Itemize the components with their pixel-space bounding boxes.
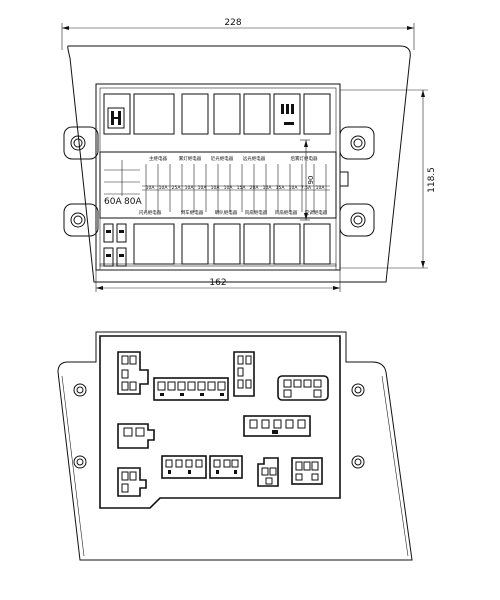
bolt-hole-icon <box>350 135 366 151</box>
fuse-rating-6: 10A <box>224 185 234 191</box>
top-label-3: 远光继电器 <box>243 155 266 162</box>
fuse-rating-1: 10A <box>159 185 169 191</box>
dimension-height-b-label: 90 <box>307 176 315 185</box>
bolt-hole-icon <box>351 455 365 469</box>
fuse-rating-11: 10A <box>289 185 299 191</box>
bottom-label-4: 风扇继电器 <box>275 209 298 216</box>
bottom-mounting-holes <box>73 383 365 469</box>
fuse-rating-2: 25A <box>172 185 182 191</box>
bottom-label-0: 闪光继电器 <box>139 209 162 216</box>
fuse-rating-10: 15A <box>276 185 286 191</box>
connector-bottom-mid <box>257 457 279 487</box>
fuse-rating-0: 10A <box>146 185 156 191</box>
fuse-rating-7: 15A <box>237 185 247 191</box>
connector-bottom-right <box>291 457 323 485</box>
bottom-inner-outline <box>99 335 341 509</box>
fuse-rating-9: 10A <box>263 185 273 191</box>
ampere-label-60: 60A <box>104 197 122 207</box>
connector-right-small <box>277 375 329 401</box>
bolt-hole-icon <box>73 455 87 469</box>
dimension-body-width-label: 162 <box>209 278 226 288</box>
top-label-1: 雾灯继电器 <box>179 155 202 162</box>
dimension-overall-width: 228 <box>61 18 415 50</box>
top-label-0: 主继电器 <box>149 155 167 162</box>
connector-left-middle <box>117 423 155 449</box>
fuse-rating-5: 10A <box>211 185 221 191</box>
fuse-rating-12: 7.5A <box>301 185 312 191</box>
bottom-label-2: 喇叭继电器 <box>215 209 238 216</box>
top-view: 228 <box>61 18 437 292</box>
bottom-label-5: 空调继电器 <box>305 209 328 216</box>
bottom-label-1: 倒车继电器 <box>181 209 204 216</box>
dimension-height-b: 90 <box>300 139 315 221</box>
connector-center <box>243 415 311 437</box>
left-mounting-ears <box>63 126 99 237</box>
connector-bottom-pair <box>161 455 243 479</box>
bottom-flange-outline <box>57 331 413 561</box>
dimension-height-a-label: 118.5 <box>427 167 437 193</box>
dimension-height-a: 118.5 <box>340 89 437 269</box>
bottom-relay-row <box>103 223 331 267</box>
dimension-overall-width-label: 228 <box>224 18 241 28</box>
top-label-4: 后雾灯继电器 <box>291 155 318 162</box>
fuse-panel: 60A 80A 主继电器 雾灯继电器 近光继电器 远光继电器 后雾灯继电器 <box>99 151 337 219</box>
bolt-hole-icon <box>70 135 86 151</box>
top-label-2: 近光继电器 <box>211 155 234 162</box>
top-relay-row <box>103 93 331 135</box>
right-mounting-ears <box>339 126 375 237</box>
fuse-rating-13: 10A <box>316 185 326 191</box>
connector-top-left <box>117 351 149 395</box>
dimension-body-width: 162 <box>95 270 341 292</box>
bolt-hole-icon <box>73 383 87 397</box>
fuse-rating-8: 20A <box>250 185 260 191</box>
connector-top-horizontal <box>153 377 229 401</box>
bottom-label-3: 风扇继电器 <box>245 209 268 216</box>
flange-outline <box>67 45 411 283</box>
bottom-view <box>57 331 413 561</box>
connector-middle-vertical <box>233 351 255 397</box>
bolt-hole-icon <box>350 212 366 228</box>
ampere-label-80: 80A <box>124 197 142 207</box>
bolt-hole-icon <box>351 383 365 397</box>
bolt-hole-icon <box>70 212 86 228</box>
relay-h-icon <box>107 107 125 129</box>
fuse-columns <box>142 164 330 212</box>
connector-bottom-left <box>117 467 147 497</box>
fuse-rating-4: 10A <box>198 185 208 191</box>
fuse-rating-3: 10A <box>185 185 195 191</box>
